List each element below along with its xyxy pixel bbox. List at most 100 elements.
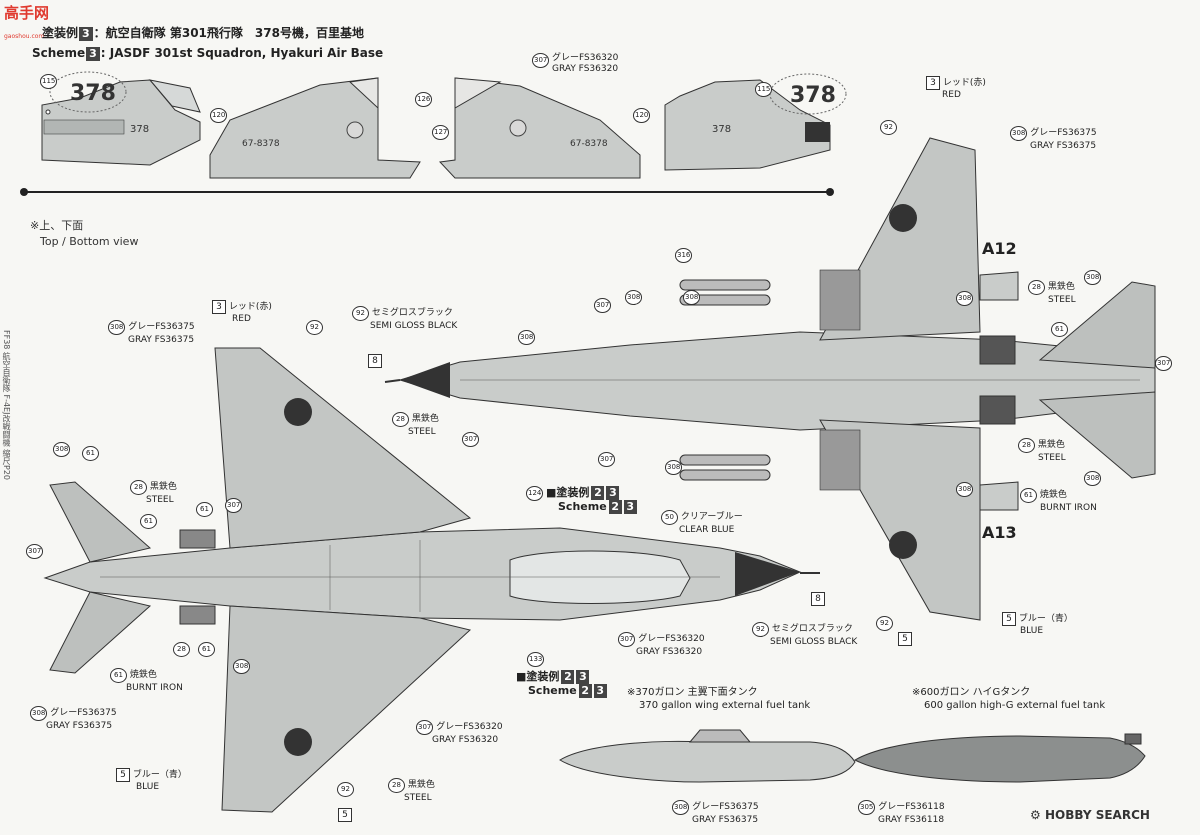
scheme-label: Scheme [32, 46, 86, 60]
bot-steel-num: 28 [1028, 280, 1045, 295]
tail-profile-left [209, 77, 421, 179]
top-gray308-en: GRAY FS36375 [128, 335, 195, 345]
gray-36320-label-top: グレーFS36320 GRAY FS36320 [552, 53, 618, 75]
top-gray307b-num: 307 [416, 720, 434, 735]
tank370-title: ※370ガロン 主翼下面タンク 370 gallon wing external… [627, 686, 810, 712]
tank-600-drawing [853, 733, 1146, 783]
bot-callout-92-b: 92 [876, 616, 893, 631]
top-steel-num: 28 [392, 412, 409, 427]
tank600-gray-num: 305 [858, 800, 876, 815]
top-red-jp: レッド(赤) [228, 302, 272, 312]
top-callout-92-b: 92 [337, 782, 354, 797]
top-clear-label: 50 クリアーブルー CLEAR BLUE [661, 510, 743, 536]
bot-a12-308: 308 [956, 291, 974, 306]
bot-gray308-label: 308 グレーFS36375 GRAY FS36375 [1010, 126, 1097, 152]
hobby-search-watermark: ⚙ HOBBY SEARCH [1030, 808, 1150, 822]
side-note-text: FF38 航空自衛隊 F-4EJ改戦闘機 縮尺P20 [2, 330, 11, 481]
top-callout-28-a: 28 [173, 642, 190, 657]
top-clear-en: CLEAR BLUE [679, 525, 735, 535]
top-callout-308-b: 308 [233, 659, 251, 674]
bot-a13-308: 308 [956, 482, 974, 497]
top-scheme23-en: Scheme [558, 500, 607, 513]
bot-blue-label: 5 ブルー（青） BLUE [1002, 612, 1073, 637]
top-view-aircraft [43, 347, 820, 813]
tank370-gray-num: 308 [672, 800, 690, 815]
side-small-378-right: 378 [712, 124, 731, 135]
tank370-title-en: 370 gallon wing external fuel tank [639, 700, 811, 711]
callout-126: 126 [415, 92, 433, 107]
top-gray308-num: 308 [108, 320, 126, 335]
bottom-view-aircraft [384, 137, 1156, 621]
top-scheme23b-box3: 3 [576, 670, 590, 684]
top-sgb2-label: 92 セミグロスブラック SEMI GLOSS BLACK [752, 622, 857, 648]
tank600-title-jp: ※600ガロン ハイGタンク [912, 687, 1031, 698]
bot-burnt-num: 61 [1020, 488, 1037, 503]
tank600-gray-label: 305 グレーFS36118 GRAY FS36118 [858, 800, 945, 826]
hobby-search-logo-icon: ⚙ [1030, 808, 1041, 822]
scheme-title-en-text: : JASDF 301st Squadron, Hyakuri Air Base [100, 46, 384, 60]
top-blue-num: 5 [116, 768, 130, 782]
bot-blue-en: BLUE [1020, 626, 1044, 636]
top-burnt-en: BURNT IRON [126, 683, 183, 693]
top-callout-307-a: 307 [462, 432, 480, 447]
tank600-title-en: 600 gallon high-G external fuel tank [924, 700, 1106, 711]
top-scheme23-en-box2: 2 [608, 500, 622, 514]
top-steel-en: STEEL [408, 427, 436, 437]
bot-callout-308-e: 308 [1084, 270, 1102, 285]
bot-callout-308-d: 308 [665, 460, 683, 475]
top-callout-92: 92 [306, 320, 323, 335]
bot-steel2-jp: 黒鉄色 [1037, 440, 1065, 450]
tail-profile-right [438, 77, 641, 179]
bot-red-jp: レッド(赤) [942, 78, 986, 88]
top-steel2-en: STEEL [146, 495, 174, 505]
top-steel2-jp: 黒鉄色 [149, 482, 177, 492]
top-steel2-num: 28 [130, 480, 147, 495]
top-callout-8-b: 8 [811, 592, 825, 606]
bot-callout-308-c: 308 [518, 330, 536, 345]
top-callout-61-d: 61 [198, 642, 215, 657]
bot-callout-61-a: 61 [1051, 322, 1068, 337]
bot-callout-316: 316 [675, 248, 693, 263]
bot-a13: A13 [982, 523, 1017, 542]
callout-307-top: 307 [532, 53, 550, 68]
top-sgb2-en: SEMI GLOSS BLACK [770, 637, 858, 647]
bot-callout-307-b: 307 [598, 452, 616, 467]
scheme-title-jp-text: ：航空自衛隊 第301飛行隊 378号機，百里基地 [93, 26, 364, 40]
site-logo-sub: gaoshou.com [4, 33, 45, 40]
callout-115-right: 115 [755, 82, 773, 97]
top-gray307-label: 307 グレーFS36320 GRAY FS36320 [618, 632, 705, 658]
callout-120-right: 120 [633, 108, 651, 123]
top-steel3-label: 28 黒鉄色 STEEL [388, 778, 435, 804]
bot-red-en: RED [942, 90, 961, 100]
callout-120-left: 120 [210, 108, 228, 123]
top-scheme23b-box2: 2 [561, 670, 575, 684]
callout-127: 127 [432, 125, 450, 140]
bot-callout-307-a: 307 [594, 298, 612, 313]
bot-callout-308-b: 308 [625, 290, 643, 305]
top-steel3-num: 28 [388, 778, 405, 793]
top-callout-308-a: 308 [53, 442, 71, 457]
top-scheme23b-en-box3: 3 [593, 684, 607, 698]
top-sgb-jp: セミグロスブラック [371, 308, 453, 318]
tank600-gray-en: GRAY FS36118 [878, 815, 945, 825]
tank370-gray-en: GRAY FS36375 [692, 815, 759, 825]
callout-115-left: 115 [40, 74, 58, 89]
top-gray308b-en: GRAY FS36375 [46, 721, 113, 731]
tank600-title: ※600ガロン ハイGタンク 600 gallon high-G externa… [912, 686, 1105, 712]
top-scheme23-jp: ■塗装例 [546, 486, 590, 499]
scheme-prefix: 塗装例 [42, 26, 79, 40]
views-note-en: Top / Bottom view [40, 235, 139, 248]
top-gray307b-label: 307 グレーFS36320 GRAY FS36320 [416, 720, 503, 746]
tank-370-drawing [559, 729, 856, 783]
top-gray308b-jp: グレーFS36375 [50, 708, 117, 718]
bot-callout-5: 5 [898, 632, 912, 646]
tank600-gray-jp: グレーFS36118 [878, 802, 945, 812]
scheme-number-en: 3 [86, 47, 100, 61]
bot-red-num: 3 [926, 76, 940, 90]
bottom-view-airframe [384, 137, 1156, 621]
top-callout-8: 8 [368, 354, 382, 368]
top-blue-en: BLUE [136, 782, 160, 792]
side-views: 378 378 67-8378 67-8378 378 378 [20, 71, 847, 196]
